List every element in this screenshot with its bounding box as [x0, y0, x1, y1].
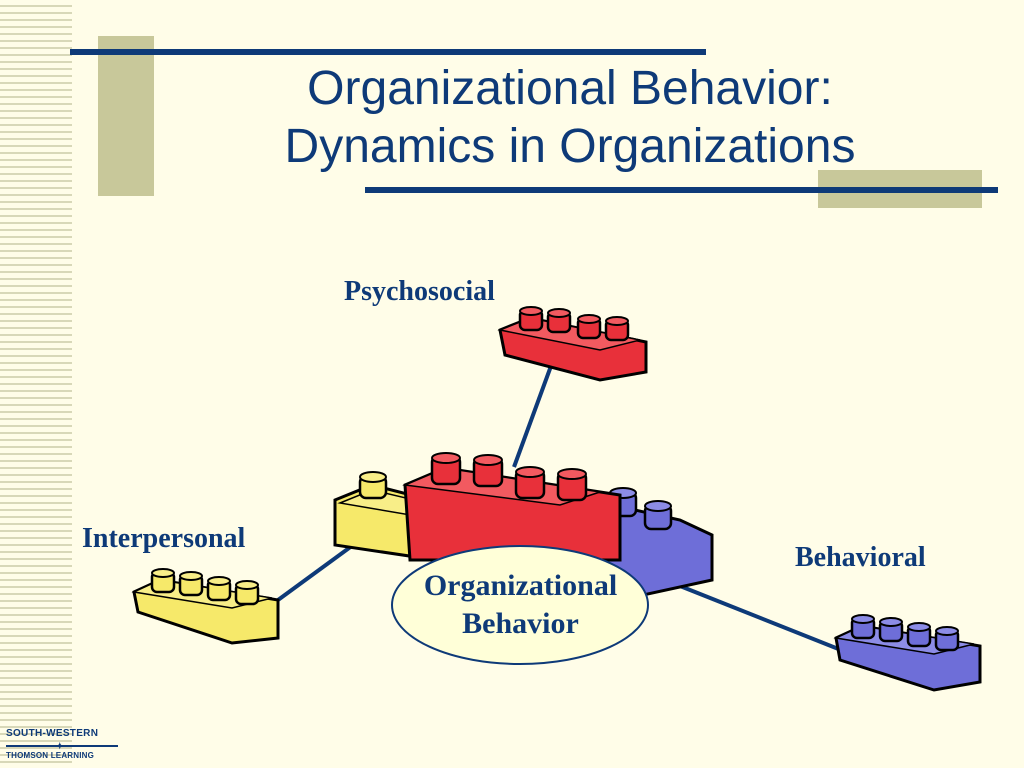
cluster-red-brick: [405, 453, 620, 560]
logo-line1: SOUTH-WESTERN: [6, 728, 118, 740]
publisher-logo: SOUTH-WESTERN ✦ THOMSON LEARNING: [6, 728, 118, 764]
interpersonal-label: Interpersonal: [82, 523, 245, 555]
behavioral-brick: [836, 615, 980, 690]
interpersonal-brick: [134, 569, 278, 643]
accent-bar-left: [98, 36, 154, 196]
center-label-line1: Organizational: [424, 567, 617, 605]
center-label: Organizational Behavior: [392, 546, 649, 664]
connector-behavioral: [680, 586, 846, 652]
title-rule-bottom: [365, 187, 998, 193]
behavioral-label: Behavioral: [795, 542, 926, 574]
title-rule-top: [70, 49, 706, 55]
connector-interpersonal: [278, 540, 360, 600]
slide-title: Organizational Behavior: Dynamics in Org…: [150, 60, 990, 176]
psychosocial-label: Psychosocial: [344, 276, 495, 308]
connector-psychosocial: [514, 366, 551, 467]
logo-line2: THOMSON LEARNING: [6, 751, 118, 761]
logo-rule: ✦: [6, 745, 118, 747]
center-label-line2: Behavior: [462, 605, 579, 643]
slide-title-line2: Dynamics in Organizations: [150, 118, 990, 176]
star-icon: ✦: [56, 741, 64, 751]
psychosocial-brick: [500, 307, 646, 380]
slide-title-line1: Organizational Behavior:: [150, 60, 990, 118]
